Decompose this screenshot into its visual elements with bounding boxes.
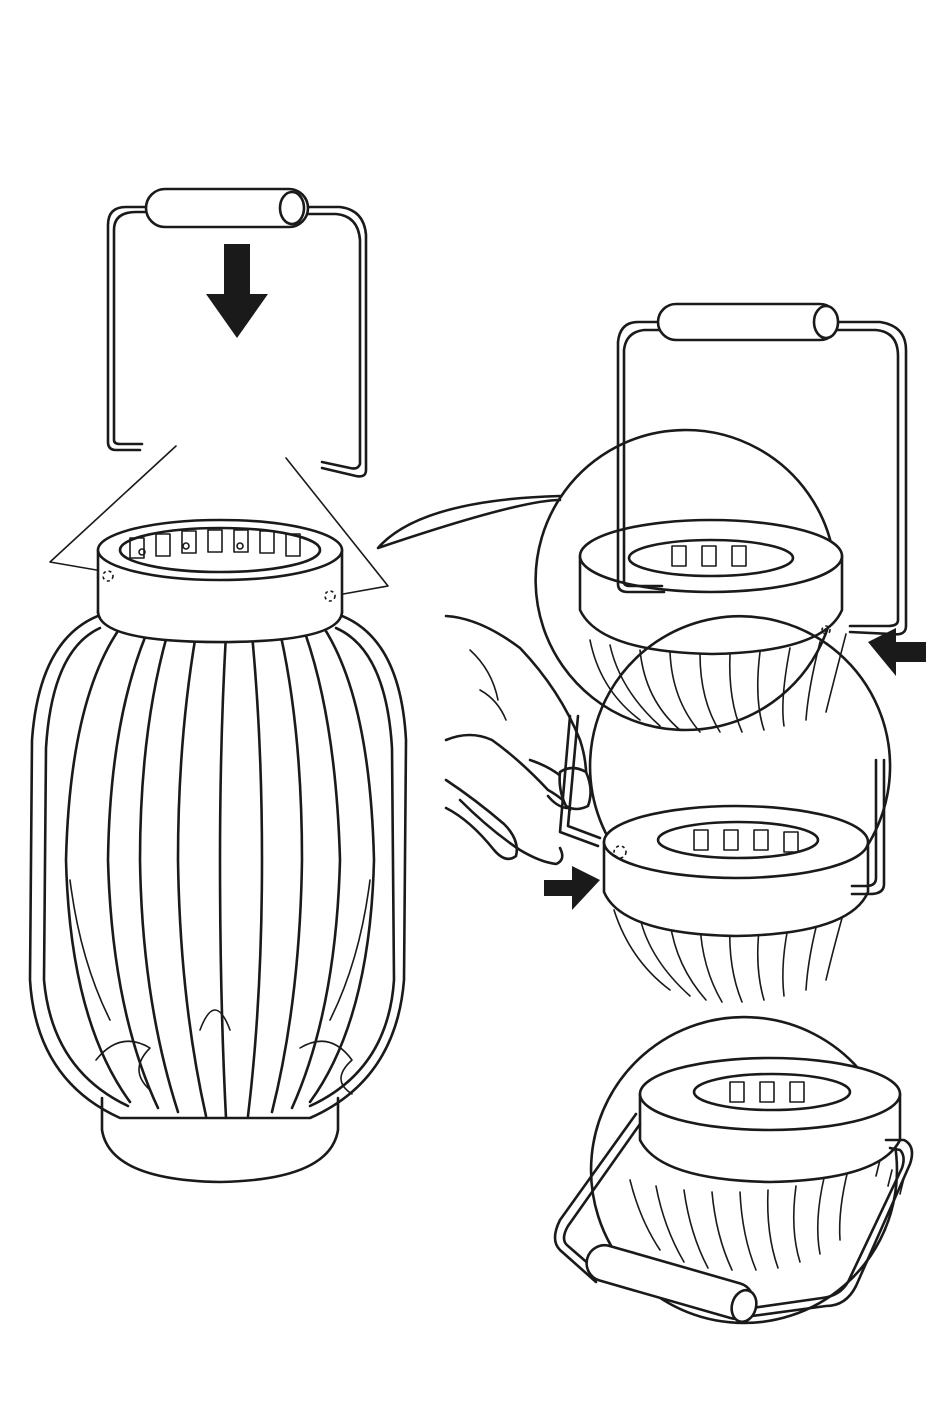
detail-insert-handle (378, 304, 926, 732)
lantern-overview (30, 189, 406, 1182)
lantern-icon (30, 520, 406, 1182)
detail-handle-folded (555, 1017, 912, 1325)
down-arrow-icon (206, 244, 268, 338)
detail-tighten-screw (446, 616, 890, 1002)
right-arrow-icon (544, 866, 600, 910)
